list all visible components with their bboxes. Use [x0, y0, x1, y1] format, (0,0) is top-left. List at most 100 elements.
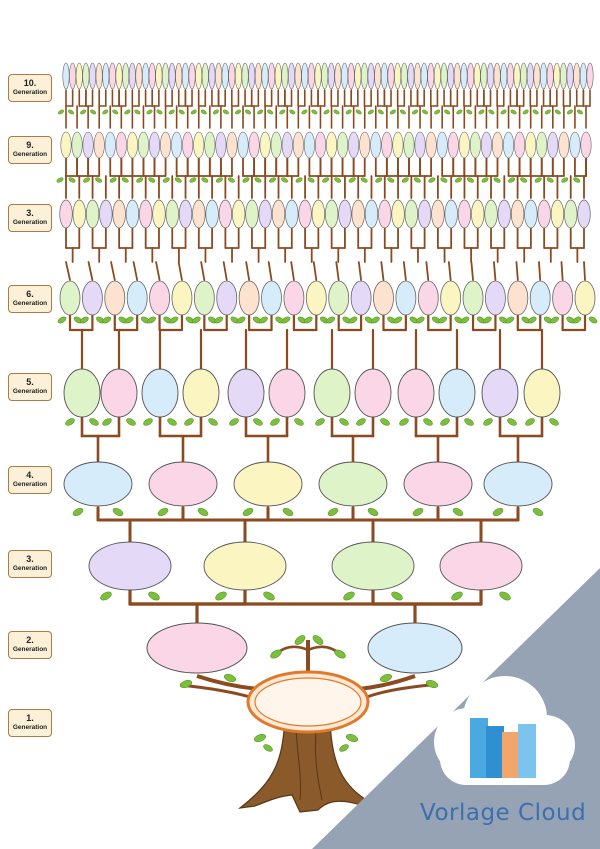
leaf-icon	[464, 418, 474, 426]
ancestor-oval-gen10	[460, 62, 468, 90]
leaf-icon	[68, 109, 74, 115]
leaf-icon	[422, 109, 429, 115]
ancestor-oval-gen1-inner	[254, 677, 362, 727]
ancestor-oval-gen10	[566, 62, 574, 90]
ancestor-oval-gen8	[218, 199, 233, 229]
ancestor-oval-gen9	[160, 131, 172, 159]
ancestor-oval-gen5	[182, 368, 220, 418]
leaf-icon	[257, 109, 264, 115]
branch-line	[538, 261, 542, 281]
leaf-icon	[339, 744, 349, 752]
ancestor-oval-gen10	[221, 62, 229, 90]
leaf-icon	[282, 507, 294, 517]
leaf-icon	[215, 177, 223, 183]
ancestor-oval-gen5	[313, 368, 351, 418]
ancestor-oval-gen10	[407, 62, 415, 90]
branch-line	[515, 261, 519, 281]
ancestor-oval-gen8	[245, 199, 259, 229]
ancestor-oval-gen6	[149, 280, 170, 316]
ancestor-oval-gen8	[192, 199, 206, 229]
leaf-icon	[294, 635, 306, 645]
ancestor-oval-gen10	[288, 62, 296, 90]
leaf-icon	[546, 177, 554, 183]
ancestor-oval-gen8	[497, 199, 511, 229]
ancestor-oval-gen8	[431, 199, 445, 229]
ancestor-oval-gen4	[233, 461, 303, 507]
trunk-bark	[295, 729, 302, 801]
leaf-icon	[168, 109, 175, 115]
ancestor-oval-gen9	[337, 131, 349, 159]
ancestor-oval-gen10	[248, 62, 256, 90]
ancestor-oval-gen10	[453, 62, 461, 90]
generation-word: Generation	[12, 89, 48, 97]
ancestor-oval-gen10	[367, 62, 375, 90]
ancestor-oval-gen10	[513, 62, 521, 90]
leaf-icon	[253, 418, 263, 426]
ancestor-oval-gen3	[331, 541, 415, 591]
leaf-icon	[588, 316, 598, 324]
leaf-icon	[527, 316, 537, 324]
leaf-icon	[360, 177, 368, 183]
ancestor-oval-gen9	[580, 131, 592, 159]
leaf-icon	[401, 177, 409, 183]
ancestor-oval-gen6	[171, 280, 193, 316]
ancestor-oval-gen10	[95, 62, 103, 90]
ancestor-oval-gen10	[307, 62, 315, 90]
ancestor-oval-gen10	[228, 62, 236, 90]
leaf-icon	[190, 109, 197, 115]
leaf-icon	[267, 109, 274, 115]
leaf-icon	[148, 177, 156, 183]
generation-number: 2.	[26, 635, 34, 646]
ancestor-oval-gen8	[577, 199, 591, 229]
ancestor-oval-gen10	[268, 62, 276, 90]
ancestor-oval-gen10	[128, 62, 136, 90]
leaf-icon	[377, 109, 384, 115]
leaf-icon	[333, 109, 340, 115]
leaf-icon	[544, 109, 551, 115]
ancestor-oval-gen10	[274, 62, 282, 90]
generation-word: Generation	[12, 388, 48, 396]
ancestor-oval-gen10	[433, 62, 441, 90]
leaf-icon	[311, 109, 318, 115]
ancestor-oval-gen6	[552, 280, 574, 316]
leaf-icon	[245, 109, 251, 115]
leaf-icon	[235, 109, 241, 115]
ancestor-oval-gen6	[238, 280, 260, 316]
leaf-icon	[483, 316, 492, 324]
ancestor-oval-gen6	[529, 280, 551, 316]
ancestor-ovals	[59, 62, 596, 734]
ancestor-oval-gen10	[400, 62, 408, 90]
ancestor-oval-gen5	[268, 368, 306, 418]
leaf-icon	[550, 316, 559, 324]
ancestor-oval-gen5	[227, 368, 265, 418]
ancestor-oval-gen8	[510, 199, 525, 229]
generation-number: 4.	[26, 470, 34, 481]
ancestor-oval-gen6	[350, 280, 372, 316]
branch-line	[425, 261, 430, 281]
leaf-icon	[134, 109, 141, 115]
ancestor-oval-gen10	[75, 62, 83, 90]
generation-number: 6.	[26, 289, 34, 300]
leaf-icon	[65, 418, 75, 426]
leaf-icon	[162, 177, 170, 183]
leaf-icon	[136, 177, 144, 183]
ancestor-oval-gen9	[292, 131, 304, 159]
leaf-icon	[493, 177, 501, 183]
ancestor-oval-gen10	[254, 62, 262, 90]
generation-label-6: 6. Generation	[8, 285, 52, 313]
leaf-icon	[148, 591, 160, 601]
ancestor-oval-gen9	[226, 131, 238, 159]
ancestor-oval-gen10	[586, 62, 594, 90]
ancestor-oval-gen9	[204, 131, 216, 159]
branch-line	[402, 261, 407, 281]
leaf-icon	[455, 177, 462, 183]
leaf-icon	[223, 674, 237, 682]
leaf-icon	[157, 507, 169, 517]
leaf-icon	[451, 591, 463, 601]
ancestor-oval-gen9	[171, 131, 183, 159]
ancestor-oval-gen8	[85, 199, 100, 229]
leaf-icon	[242, 177, 250, 183]
ancestor-oval-gen5	[438, 368, 476, 418]
leaf-icon	[312, 635, 324, 645]
